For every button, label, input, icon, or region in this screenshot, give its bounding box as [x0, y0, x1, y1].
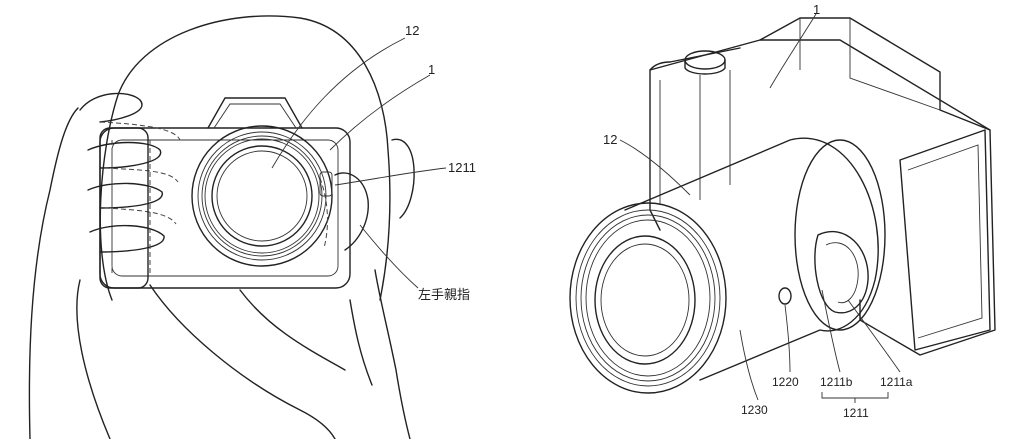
ear — [391, 138, 415, 219]
grip-left-dashed — [111, 140, 151, 276]
lens-front — [191, 125, 333, 267]
leader-right-1220 — [784, 304, 791, 373]
lens-front-right — [569, 202, 727, 394]
grip-pad-1211-inner — [825, 242, 859, 304]
finger-2 — [87, 141, 162, 169]
label-right-pad-b: 1211b — [820, 375, 853, 389]
camera-prism — [207, 97, 303, 129]
leader-left-12 — [271, 37, 406, 169]
forearm-right-outer — [239, 289, 346, 371]
camera-grip-right — [899, 129, 991, 351]
leader-left-1 — [329, 74, 431, 151]
leader-left-thumb — [359, 224, 419, 289]
thumb-dashed — [319, 177, 328, 249]
camera-body-right — [649, 39, 996, 356]
camera-body-front — [99, 127, 351, 289]
label-left-thumb: 左手親指 — [418, 287, 470, 302]
label-right-pad-a: 1211a — [880, 375, 913, 389]
thumb-right — [334, 172, 369, 251]
grip-pad-1211 — [814, 230, 869, 314]
top-dial-side — [684, 59, 726, 75]
leader-left-1211 — [334, 167, 447, 186]
camera-body-side — [659, 70, 731, 205]
lens-barrel — [624, 137, 879, 381]
left-figure: 12 1 1211 左手親指 — [28, 15, 476, 440]
leader-right-1211a — [847, 299, 901, 373]
finger-dashed-1 — [99, 121, 181, 141]
label-right-barrel: 1230 — [741, 403, 768, 417]
camera-grip-right-inner — [907, 144, 983, 339]
finger-3 — [87, 182, 163, 209]
grip-right-pad — [319, 171, 333, 197]
finger-dashed-3 — [104, 207, 177, 225]
leader-right-1 — [769, 13, 817, 89]
finger-1 — [79, 92, 143, 123]
forearm-right — [149, 284, 336, 440]
label-right-hole: 1220 — [772, 375, 799, 389]
label-left-lens: 12 — [405, 23, 419, 38]
camera-prism-face — [799, 18, 941, 111]
label-left-grip: 1211 — [448, 160, 476, 175]
neck-right — [349, 299, 373, 386]
camera-prism-right — [759, 17, 991, 131]
leader-right-1230 — [739, 329, 759, 401]
label-right-lens: 12 — [603, 132, 617, 147]
leader-right-12 — [619, 139, 691, 196]
grip-left — [99, 127, 149, 289]
label-right-body: 1 — [813, 2, 820, 17]
head-outline — [99, 15, 391, 301]
brace-1211 — [821, 392, 889, 403]
shoulder-right — [374, 269, 411, 440]
top-dial — [684, 50, 726, 70]
right-figure: 1 12 1220 1230 1211b 1211a 1211 — [569, 2, 996, 420]
finger-dashed-2 — [104, 167, 179, 183]
camera-prism-inner — [213, 103, 297, 129]
label-right-pad-group: 1211 — [843, 406, 869, 420]
lens-rear-ring — [794, 139, 886, 331]
finger-4 — [89, 224, 165, 253]
forearm-left-inner — [76, 279, 111, 440]
camera-body-top — [649, 47, 741, 71]
leader-right-1211b — [821, 289, 841, 373]
forearm-left — [28, 107, 79, 440]
hole-1220 — [778, 287, 792, 305]
label-left-body: 1 — [428, 62, 435, 77]
